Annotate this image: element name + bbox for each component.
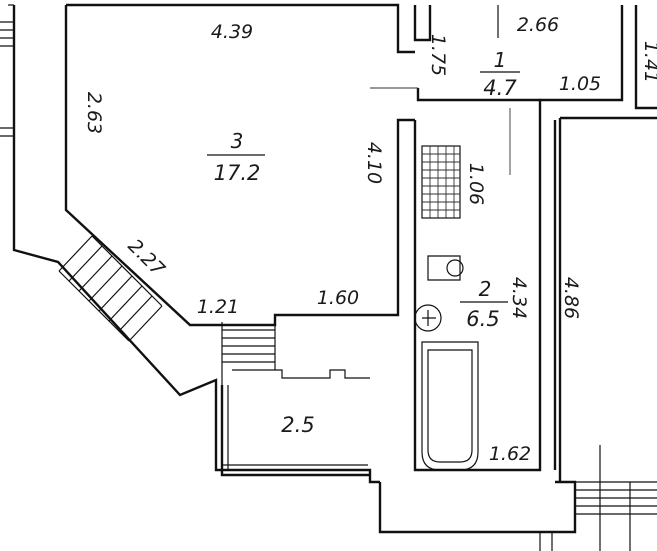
room-labels: 3 17.2 1 4.7 2 6.5 2.5 (207, 48, 520, 437)
shower-tray (421, 145, 461, 219)
dim-1-60: 1.60 (317, 287, 359, 309)
room-3-walls (0, 3, 415, 484)
room-1-walls (370, 5, 657, 120)
room-2-number: 2 (479, 277, 492, 301)
room-2-walls (378, 108, 577, 534)
dim-1-62: 1.62 (489, 443, 531, 465)
diagonal-window (58, 235, 163, 342)
bathtub-fixture (421, 341, 479, 471)
room-1-area: 4.7 (483, 76, 517, 100)
room-3-number: 3 (231, 129, 244, 153)
balcony-door (221, 322, 276, 385)
sink-fixture (427, 255, 464, 281)
dim-4-34: 4.34 (508, 277, 530, 319)
dim-1-21: 1.21 (197, 296, 239, 318)
balcony-area: 2.5 (281, 413, 314, 437)
dim-4-39: 4.39 (211, 21, 253, 43)
dim-1-75: 1.75 (427, 34, 449, 76)
room-1-number: 1 (494, 48, 507, 72)
toilet-fixture (414, 304, 442, 332)
room-3-area: 17.2 (214, 161, 261, 185)
right-room-walls (539, 116, 657, 551)
dim-1-06: 1.06 (465, 163, 487, 205)
room-2-area: 6.5 (466, 307, 499, 331)
balcony-outline (220, 369, 370, 477)
dim-4-10: 4.10 (363, 142, 385, 184)
dimension-labels: 4.39 2.63 4.10 2.27 1.21 1.60 1.75 2.66 … (83, 14, 657, 465)
dim-1-05: 1.05 (559, 73, 601, 95)
dim-2-66: 2.66 (517, 14, 559, 36)
dim-1-41: 1.41 (640, 41, 657, 83)
dim-2-63: 2.63 (83, 92, 105, 134)
dim-4-86: 4.86 (560, 277, 582, 319)
